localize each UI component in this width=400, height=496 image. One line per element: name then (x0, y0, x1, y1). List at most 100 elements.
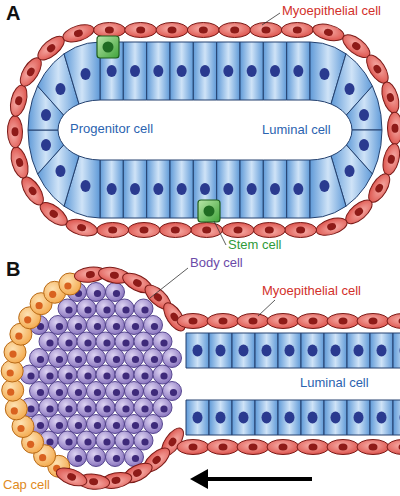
body-cell-nucleus (141, 339, 148, 346)
body-cell-nucleus (75, 422, 82, 429)
luminal-cell (287, 160, 310, 218)
luminal-nucleus (262, 345, 272, 357)
luminal-nucleus (354, 345, 364, 357)
body-cell-nucleus (94, 389, 101, 396)
luminal-nucleus (359, 109, 369, 121)
body-cell-body (87, 283, 106, 302)
body-cell (39, 365, 58, 384)
myoepithelial-nucleus (136, 27, 145, 34)
body-cell (77, 365, 96, 384)
leader-line (258, 300, 275, 316)
luminal-nucleus (55, 165, 65, 177)
body-cell (153, 365, 172, 384)
myoepithelial-body (380, 142, 400, 177)
body-cell-nucleus (103, 405, 110, 412)
body-cell-body (96, 398, 115, 417)
myoepithelial-cell (64, 216, 99, 238)
body-cell-body (106, 448, 125, 467)
stem-cell-nucleus (204, 206, 215, 217)
luminal-nucleus (200, 183, 210, 195)
body-cell (125, 415, 144, 434)
body-cell-body (134, 299, 153, 318)
body-cell-nucleus (132, 389, 139, 396)
body-cell-nucleus (113, 389, 120, 396)
body-cell (87, 448, 106, 467)
body-cell-body (77, 332, 96, 351)
body-cell-nucleus (141, 306, 148, 313)
myoepithelial-nucleus (219, 318, 228, 325)
body-cell-nucleus (65, 405, 72, 412)
myoepithelial-body (267, 440, 299, 455)
cell-label: Myoepithelial cell (262, 284, 361, 299)
body-cell-body (68, 349, 87, 368)
myoepithelial-body (128, 223, 160, 238)
luminal-nucleus (345, 83, 355, 95)
luminal-cell (301, 333, 324, 368)
myoepithelial-nucleus (279, 318, 288, 325)
myoepithelial-body (61, 21, 96, 45)
leader-line (150, 268, 188, 298)
body-cell-nucleus (37, 422, 44, 429)
myoepithelial-cell (237, 440, 269, 455)
body-cell-body (96, 299, 115, 318)
body-cell-body (144, 382, 163, 401)
myoepithelial-cell (207, 440, 239, 455)
body-cell (77, 431, 96, 450)
panel-letter: A (6, 2, 20, 25)
body-cell (125, 382, 144, 401)
body-cell-nucleus (46, 405, 53, 412)
myoepithelial-nucleus (374, 182, 385, 193)
myoepithelial-body (250, 23, 282, 38)
myoepithelial-cell (125, 23, 157, 38)
body-cell-body (87, 382, 106, 401)
luminal-nucleus (377, 412, 387, 424)
myoepithelial-cell (237, 314, 269, 329)
progenitor-cell-nucleus (103, 42, 114, 53)
myoepithelial-cell (327, 314, 359, 329)
myoepithelial-nucleus (351, 41, 362, 52)
cap-cell-nucleus (39, 454, 46, 461)
body-cell-body (125, 415, 144, 434)
myoepithelial-nucleus (296, 227, 305, 234)
myoepithelial-cell (156, 23, 188, 38)
myoepithelial-nucleus (339, 318, 348, 325)
body-cell-body (153, 365, 172, 384)
myoepithelial-nucleus (168, 27, 177, 34)
cap-cell-body (5, 398, 27, 420)
luminal-nucleus (319, 68, 329, 80)
luminal-cell (310, 156, 346, 218)
myoepithelial-cell (314, 215, 349, 239)
myoepithelial-cell (250, 23, 282, 38)
luminal-nucleus (285, 345, 295, 357)
myoepithelial-nucleus (132, 468, 143, 478)
myoepithelial-body (18, 173, 48, 208)
cap-cell-nucleus (49, 291, 56, 298)
body-cell (49, 316, 68, 335)
myoepithelial-body (237, 440, 269, 455)
body-cell-body (49, 316, 68, 335)
body-cell-nucleus (46, 438, 53, 445)
luminal-nucleus (331, 345, 341, 357)
body-cell-body (153, 332, 172, 351)
body-cell-nucleus (56, 422, 63, 429)
body-cell-nucleus (122, 372, 129, 379)
luminal-nucleus (285, 412, 295, 424)
body-cell-nucleus (122, 339, 129, 346)
body-cell-nucleus (113, 455, 120, 462)
body-cell-body (87, 316, 106, 335)
body-cell (87, 283, 106, 302)
myoepithelial-body (297, 440, 329, 455)
body-cell-body (49, 349, 68, 368)
myoepithelial-body (387, 112, 400, 144)
body-cell-body (68, 382, 87, 401)
myoepithelial-cell (61, 21, 96, 45)
myoepithelial-nucleus (132, 278, 143, 288)
body-cell (106, 283, 125, 302)
body-cell-nucleus (132, 422, 139, 429)
body-cell-body (58, 431, 77, 450)
cap-cell-nucleus (7, 369, 14, 376)
myoepithelial-nucleus (45, 43, 56, 54)
luminal-nucleus (223, 183, 233, 195)
luminal-cell (186, 333, 209, 368)
myoepithelial-cell (159, 223, 191, 238)
